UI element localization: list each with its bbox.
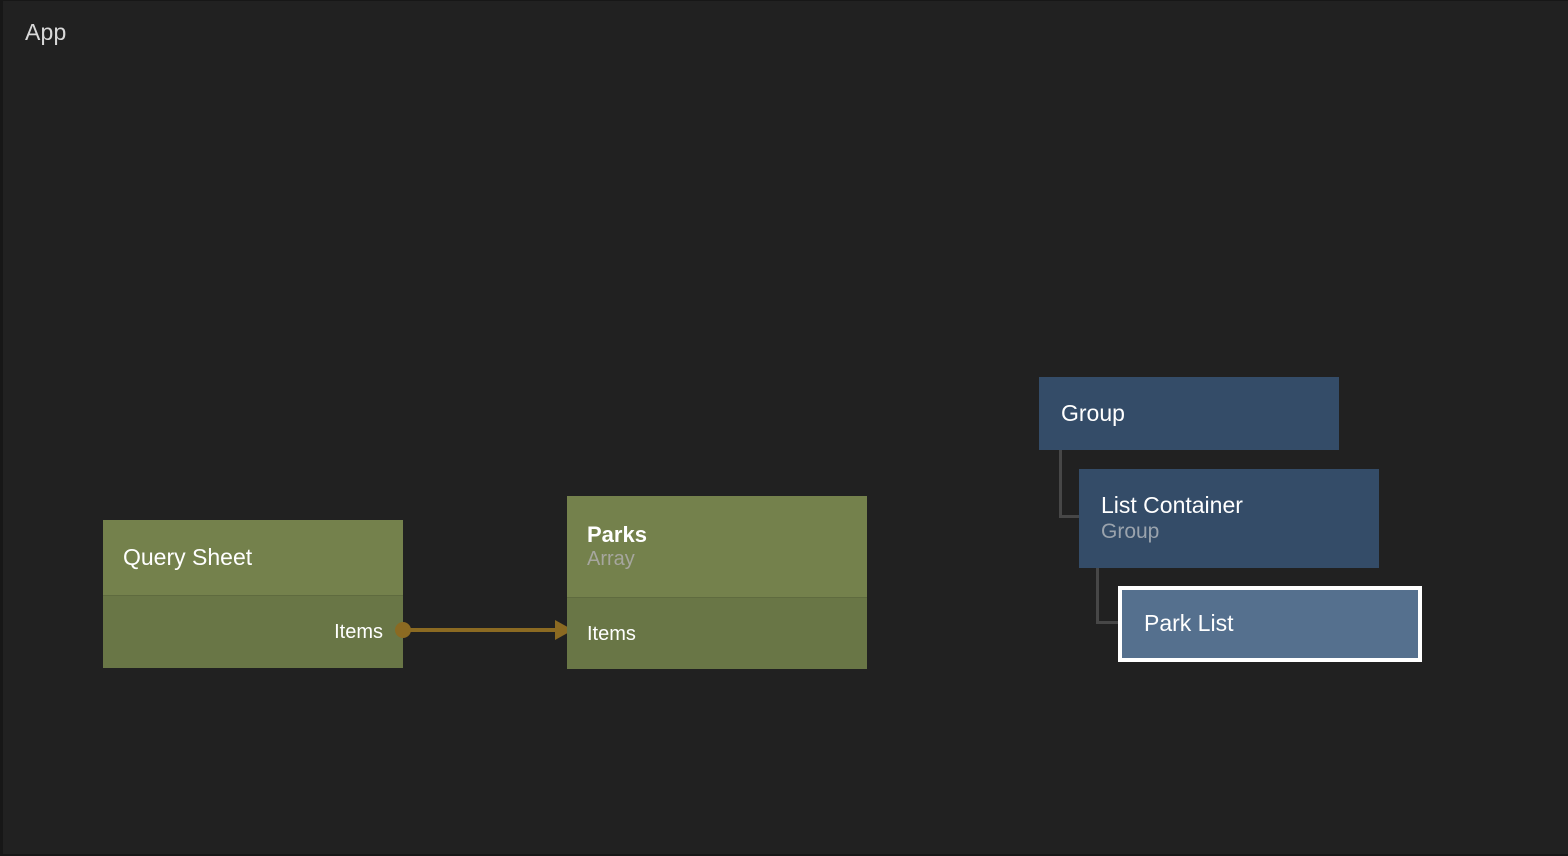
page-title: App — [25, 19, 67, 45]
node-parks-body: Items — [567, 597, 867, 669]
node-parks-title: Parks — [587, 521, 647, 547]
port-label-items: Items — [334, 621, 383, 643]
tree-item-list-container-subtitle: Group — [1101, 520, 1160, 544]
tree-item-group[interactable]: Group — [1039, 377, 1339, 450]
tree-connector-group-to-list-container — [1059, 450, 1081, 518]
node-parks-header[interactable]: Parks Array — [567, 496, 867, 597]
port-row-query-sheet-items[interactable]: Items — [103, 596, 403, 669]
tree-item-group-title: Group — [1061, 399, 1125, 426]
tree-item-park-list[interactable]: Park List — [1122, 590, 1418, 658]
tree-item-park-list-title: Park List — [1144, 610, 1234, 637]
tree-item-list-container-title: List Container — [1101, 492, 1243, 519]
tree-item-list-container[interactable]: List Container Group — [1079, 469, 1379, 568]
port-label-items: Items — [587, 622, 636, 645]
node-query-sheet-header[interactable]: Query Sheet — [103, 520, 403, 595]
port-row-parks-items[interactable]: Items — [567, 598, 867, 670]
tree-item-park-list-selection-outline: Park List — [1118, 586, 1422, 662]
node-query-sheet[interactable]: Query Sheet Items — [103, 520, 403, 668]
node-query-sheet-title: Query Sheet — [123, 543, 253, 570]
tree-connector-list-container-to-park-list — [1096, 568, 1120, 624]
node-query-sheet-body: Items — [103, 595, 403, 668]
node-parks-subtitle: Array — [587, 548, 635, 571]
edge-query-sheet-items-to-parks-items — [395, 620, 573, 640]
node-parks[interactable]: Parks Array Items — [567, 496, 867, 669]
